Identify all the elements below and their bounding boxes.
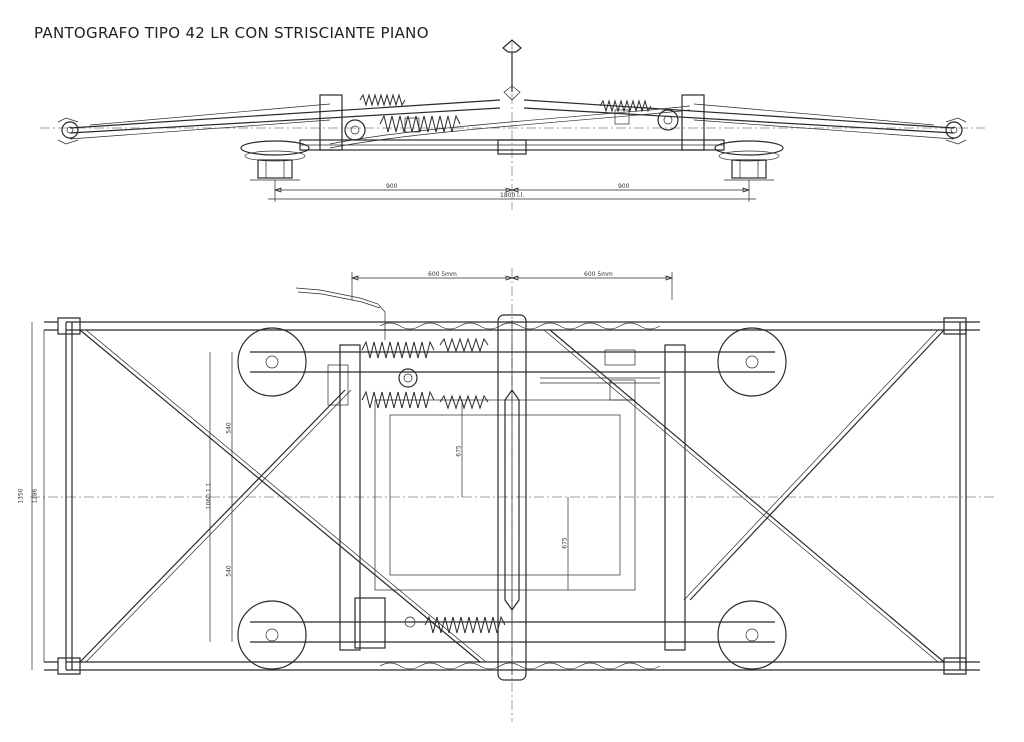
- plan-dim-inner-height: 1286: [31, 488, 39, 504]
- side-left-insulator: [240, 140, 310, 179]
- plan-lower-left-mechanism: [354, 597, 416, 649]
- plan-base-frame: [250, 344, 775, 651]
- plan-dim-outer-height: 1350: [17, 488, 25, 504]
- side-right-insulator: [714, 140, 784, 179]
- side-bow-finial: [502, 39, 522, 101]
- plan-view: [30, 268, 995, 722]
- plan-diagonal-bracing: [79, 329, 945, 663]
- plan-upper-left-mechanism: [327, 364, 418, 406]
- plan-upper-left-spring: [361, 340, 435, 359]
- plan-upper-right-mechanism: [540, 349, 660, 401]
- side-view: [40, 39, 985, 210]
- side-left-horn: [57, 117, 79, 145]
- side-left-arm: [69, 99, 501, 140]
- drawing-title: PANTOGRAFO TIPO 42 LR CON STRISCIANTE PI…: [34, 24, 429, 42]
- plan-top-chain: [379, 322, 661, 330]
- plan-dim-frame-right: 675: [561, 537, 569, 549]
- plan-bottom-chain: [379, 662, 661, 670]
- plan-dim-frame-left: 675: [455, 445, 463, 457]
- side-dim-left: 900: [386, 183, 398, 190]
- plan-dim-upper-half: 540: [225, 422, 233, 434]
- plan-lower-spring: [424, 615, 506, 634]
- plan-corner-fittings: [44, 317, 980, 675]
- plan-center-carrier: [497, 314, 527, 681]
- side-dim-right: 900: [618, 183, 630, 190]
- plan-dim-lower-half: 540: [225, 565, 233, 577]
- side-left-mechanism: [319, 94, 420, 151]
- side-right-mechanism: [614, 94, 705, 151]
- plan-dim-top-left: 600 5mm: [428, 271, 457, 278]
- side-left-spring: [379, 114, 461, 133]
- plan-dim-mid-height: 1060 1.1: [205, 482, 213, 510]
- plan-cable: [295, 287, 386, 340]
- side-chain: [329, 109, 691, 149]
- side-right-horn: [945, 117, 967, 145]
- side-right-spring: [599, 99, 652, 113]
- plan-insulators: [237, 327, 787, 670]
- plan-dimensions: [31, 272, 674, 670]
- side-center-hub: [497, 139, 527, 155]
- plan-upper-center-spring: [439, 337, 489, 353]
- side-dim-total: 1800 l.l.: [500, 192, 525, 199]
- side-dimensions: [268, 180, 756, 202]
- plan-outer-frame: [65, 321, 967, 671]
- plan-dim-top-right: 600 5mm: [584, 271, 613, 278]
- side-right-arm: [523, 99, 955, 140]
